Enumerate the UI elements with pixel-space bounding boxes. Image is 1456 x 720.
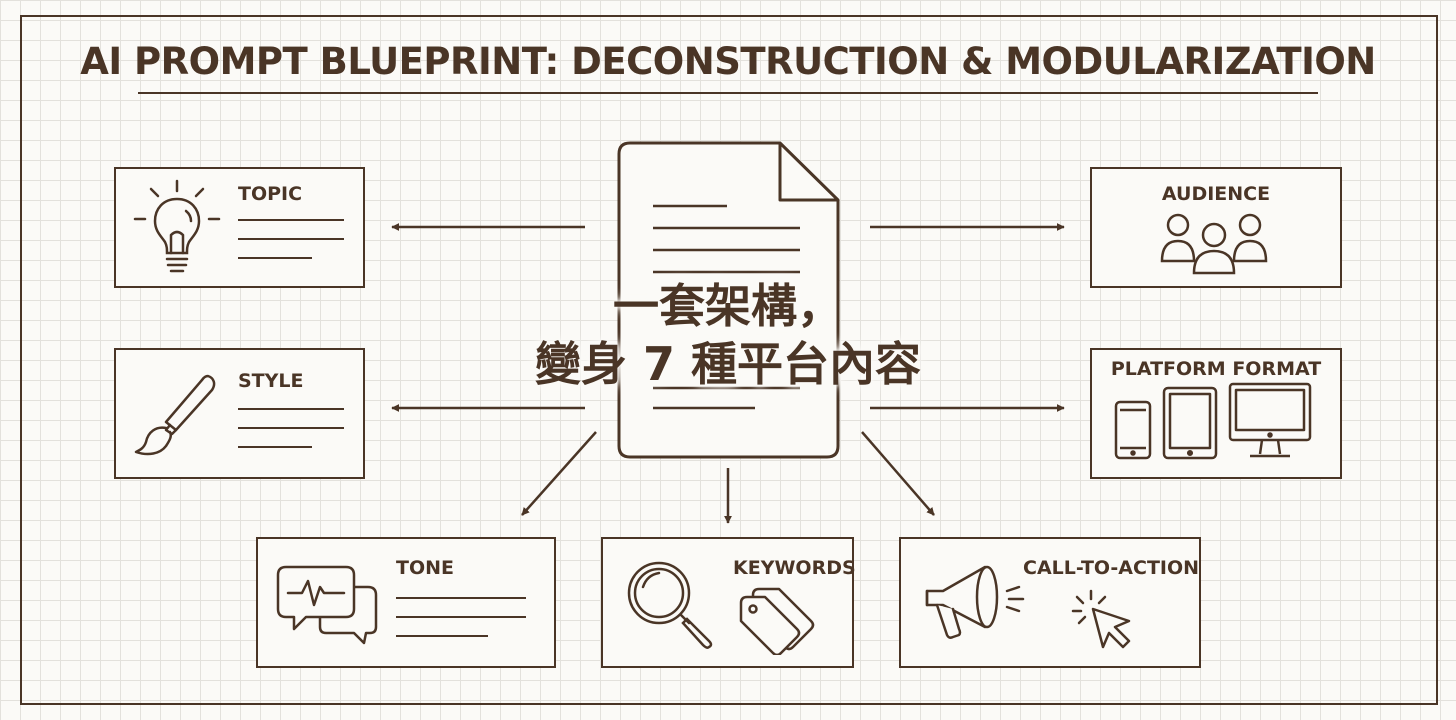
arrow-to-cta <box>861 431 935 516</box>
magnifier-icon <box>627 561 713 649</box>
module-label-tone: TONE <box>396 557 454 579</box>
module-label-call-to-action: CALL-TO-ACTION <box>1023 557 1200 579</box>
module-card-platform-format: PLATFORM FORMAT <box>1090 348 1342 479</box>
diagram-title: AI PROMPT BLUEPRINT: DECONSTRUCTION & MO… <box>80 40 1376 83</box>
module-label-keywords: KEYWORDS <box>733 557 856 579</box>
tags-icon <box>739 587 815 655</box>
outer-frame <box>20 15 1438 705</box>
paintbrush-icon <box>134 374 216 456</box>
module-card-call-to-action: CALL-TO-ACTION <box>899 537 1201 668</box>
module-card-keywords: KEYWORDS <box>601 537 856 668</box>
module-card-style: STYLE <box>114 348 365 479</box>
text-lines-style <box>238 408 344 466</box>
phone-icon <box>1114 400 1152 460</box>
lightbulb-icon <box>133 179 221 273</box>
center-headline-line1: 一套架構， <box>613 279 843 333</box>
module-card-topic: TOPIC <box>114 167 365 288</box>
central-document-icon <box>617 141 840 459</box>
text-lines-tone <box>396 597 526 655</box>
people-icon <box>1160 213 1268 275</box>
center-headline-line2: 變身 7 種平台內容 <box>534 337 922 391</box>
megaphone-icon <box>925 565 1025 639</box>
module-card-tone: TONE <box>256 537 556 668</box>
module-label-platform-format: PLATFORM FORMAT <box>1110 358 1322 380</box>
text-lines-topic <box>238 219 344 277</box>
tablet-icon <box>1162 386 1218 460</box>
module-label-audience: AUDIENCE <box>1161 183 1271 205</box>
chat-bubbles-icon <box>276 565 378 645</box>
monitor-icon <box>1228 382 1312 458</box>
cursor-click-icon <box>1071 589 1131 649</box>
title-underline <box>138 92 1318 94</box>
module-label-topic: TOPIC <box>238 183 303 205</box>
devices-icon <box>1114 382 1312 460</box>
module-card-audience: AUDIENCE <box>1090 167 1342 288</box>
arrow-to-tone <box>521 431 597 516</box>
module-label-style: STYLE <box>238 370 304 392</box>
